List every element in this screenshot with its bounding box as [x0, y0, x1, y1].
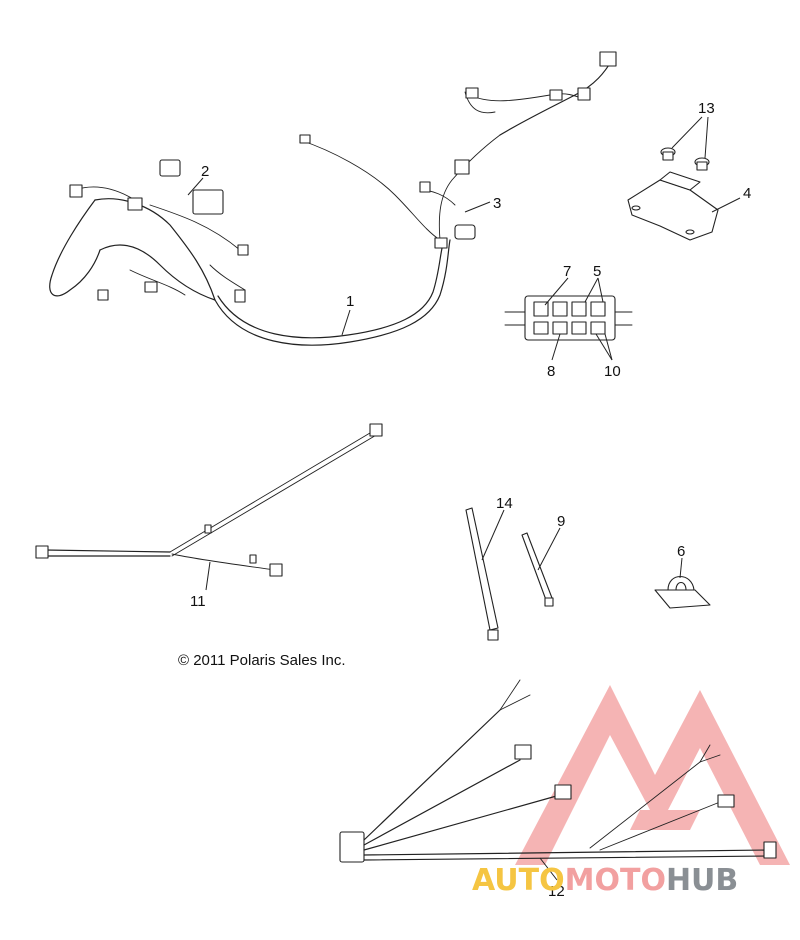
copyright-notice: © 2011 Polaris Sales Inc.	[178, 652, 346, 669]
callout-8: 8	[547, 363, 555, 380]
callout-4: 4	[743, 185, 751, 202]
callout-5: 5	[593, 263, 601, 280]
callout-13: 13	[698, 100, 715, 117]
clip	[204, 524, 212, 534]
callout-1: 1	[346, 293, 354, 310]
connector	[299, 134, 311, 144]
callout-14: 14	[496, 495, 513, 512]
leader-lines	[187, 116, 741, 881]
connector	[717, 794, 735, 808]
connector	[127, 197, 143, 211]
callout-9: 9	[557, 513, 565, 530]
connector	[234, 289, 246, 303]
connector	[237, 244, 249, 256]
cable-tie-long	[465, 507, 499, 641]
callouts: 1 2 3 4 5 6 7 8 9 10 11 12 13 14	[190, 100, 751, 900]
watermark-moto: MOTO	[565, 863, 666, 898]
connector	[454, 159, 470, 175]
watermark-auto: AUTO	[472, 863, 565, 898]
fasteners	[660, 147, 710, 171]
connector	[69, 184, 83, 198]
connector	[369, 423, 383, 437]
sub-harness	[35, 423, 383, 577]
connector	[763, 841, 777, 859]
callout-10: 10	[604, 363, 621, 380]
callout-3: 3	[493, 195, 501, 212]
connector	[465, 87, 479, 99]
connector	[269, 563, 283, 577]
fuse-box	[504, 295, 633, 341]
connector	[35, 545, 49, 559]
mounting-bracket	[627, 171, 719, 241]
relay-box	[192, 189, 224, 215]
callout-11: 11	[190, 593, 206, 610]
connector	[454, 224, 476, 240]
svg-text:AUTOMOTOHUB: AUTOMOTOHUB	[472, 863, 738, 898]
cable-tie-short	[521, 532, 554, 607]
watermark-text: AUTOMOTOHUB	[472, 863, 738, 898]
clip	[249, 554, 257, 564]
callout-12: 12	[548, 883, 565, 900]
connector	[434, 237, 448, 249]
connector	[514, 744, 532, 760]
main-wire-harness	[49, 51, 617, 346]
connector	[577, 87, 591, 101]
battery-harness	[339, 679, 777, 863]
main-connector	[339, 831, 365, 863]
callout-6: 6	[677, 543, 685, 560]
watermark-hub: HUB	[666, 863, 738, 898]
connector	[159, 159, 181, 177]
cable-clip	[654, 575, 711, 609]
connector	[599, 51, 617, 67]
callout-2: 2	[201, 163, 209, 180]
connector	[549, 89, 563, 101]
connector	[554, 784, 572, 800]
connector	[144, 281, 158, 293]
connector	[97, 289, 109, 301]
connector	[419, 181, 431, 193]
watermark-logo	[515, 685, 790, 865]
callout-7: 7	[563, 263, 571, 280]
